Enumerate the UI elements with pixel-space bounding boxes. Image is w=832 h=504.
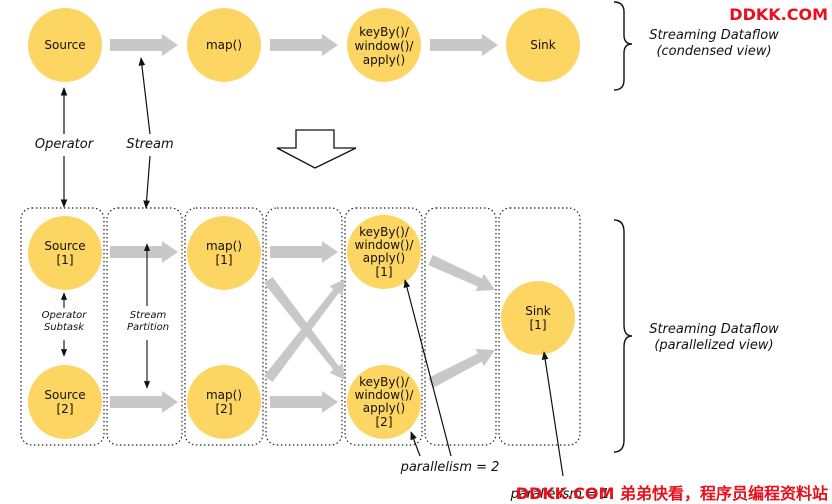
stream-arrow	[264, 277, 345, 380]
stream-arrow	[428, 349, 495, 389]
node-label: keyBy()/	[359, 225, 410, 239]
node-label: apply()	[363, 251, 405, 265]
subtask-columns	[20, 207, 581, 446]
node-label: Source	[44, 239, 85, 253]
operator-label: Operator	[35, 137, 95, 152]
node-map: map()	[187, 8, 261, 82]
column-box	[106, 207, 183, 446]
parallelism-2-label: parallelism = 2	[400, 460, 500, 475]
stream-partition-label: Stream	[130, 310, 167, 321]
node-sink: Sink	[506, 8, 580, 82]
node-map-1: map() [1]	[187, 216, 261, 290]
partition-arrows	[110, 241, 495, 413]
stream-pointer-up	[138, 57, 151, 135]
node-label: map()	[206, 239, 242, 253]
node-index: [1]	[376, 265, 393, 279]
node-label: Source	[44, 38, 85, 52]
node-label: map()	[206, 38, 242, 52]
condensed-view: Source map() keyBy()/ window()/ apply() …	[28, 1, 779, 91]
node-sink-1: Sink [1]	[501, 281, 575, 355]
watermark-top: DDKK.COM	[729, 5, 828, 24]
node-source: Source	[28, 8, 102, 82]
subtask-annotations: Operator Subtask Stream Partition	[42, 243, 169, 389]
node-label: Sink	[525, 304, 551, 318]
stream-arrow	[110, 34, 178, 56]
node-keyby-1: keyBy()/ window()/ apply() [1]	[347, 215, 421, 289]
stream-pointer-down	[143, 155, 151, 209]
node-label: map()	[206, 388, 242, 402]
node-index: [2]	[376, 415, 393, 429]
node-label: Sink	[530, 38, 556, 52]
parallel-caption-sub: (parallelized view)	[654, 338, 773, 353]
condensed-caption: Streaming Dataflow	[649, 28, 779, 43]
node-label: keyBy()/	[359, 375, 410, 389]
parallel-caption: Streaming Dataflow	[649, 322, 779, 337]
condensed-arrows	[110, 34, 498, 56]
node-source-1: Source [1]	[28, 216, 102, 290]
column-box	[498, 207, 581, 446]
stream-arrow	[110, 391, 178, 413]
condensed-caption-sub: (condensed view)	[656, 44, 771, 59]
parallelism-2-pointer	[403, 279, 452, 457]
node-label: window()/	[355, 238, 415, 252]
operator-subtask-label-2: Subtask	[44, 322, 85, 333]
stream-label: Stream	[126, 137, 173, 152]
column-box	[20, 207, 105, 446]
stream-arrow	[270, 241, 338, 263]
parallel-view: Source [1] Source [2] map() [1] map() [2…	[20, 207, 779, 502]
node-map-2: map() [2]	[187, 365, 261, 439]
node-label: keyBy()/	[359, 25, 410, 39]
parallelism-1-label: parallelism = 1	[510, 487, 610, 502]
column-box	[424, 207, 497, 446]
watermark-bottom: DDKK.COM 弟弟快看，程序员编程资料站	[516, 484, 828, 503]
column-box	[184, 207, 264, 446]
expand-down-arrow-icon	[276, 129, 357, 169]
stream-arrow	[428, 254, 495, 291]
parallel-brace	[613, 219, 633, 453]
node-label: apply()	[363, 401, 405, 415]
node-index: [1]	[216, 253, 233, 267]
node-index: [2]	[216, 402, 233, 416]
stream-partition-label-2: Partition	[127, 322, 169, 333]
node-index: [1]	[530, 318, 547, 332]
stream-arrow	[270, 391, 338, 413]
node-label: window()/	[355, 39, 415, 53]
node-label: apply()	[363, 53, 405, 67]
node-source-2: Source [2]	[28, 365, 102, 439]
parallelism-2-pointer	[410, 431, 421, 457]
stream-arrow	[430, 34, 498, 56]
middle-annotations: Operator Stream	[35, 57, 357, 209]
node-label: Source	[44, 388, 85, 402]
node-index: [1]	[57, 253, 74, 267]
parallelism-annotations: parallelism = 2 parallelism = 1	[400, 279, 610, 502]
stream-arrow	[270, 34, 338, 56]
column-box	[344, 207, 423, 446]
node-keyby-2: keyBy()/ window()/ apply() [2]	[347, 365, 421, 439]
operator-subtask-label: Operator	[42, 310, 88, 321]
condensed-brace	[613, 1, 633, 91]
node-keyby-window-apply: keyBy()/ window()/ apply()	[347, 8, 421, 82]
parallelism-1-pointer	[541, 351, 564, 477]
stream-arrow	[110, 241, 178, 263]
node-label: window()/	[355, 388, 415, 402]
node-index: [2]	[57, 402, 74, 416]
